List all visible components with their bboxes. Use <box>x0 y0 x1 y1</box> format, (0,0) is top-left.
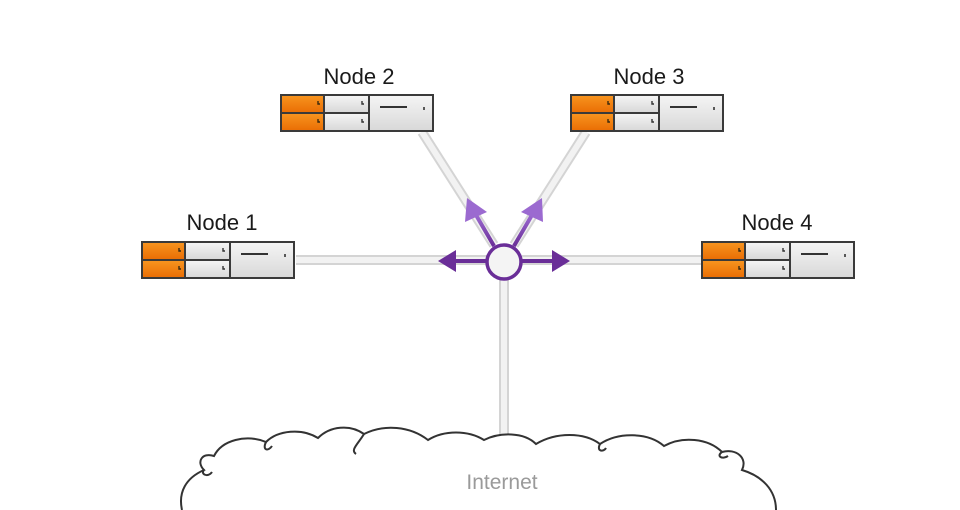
server-icon <box>279 93 435 133</box>
server-icon <box>140 240 296 280</box>
node-1[interactable]: Node 1 <box>140 210 296 280</box>
load-balancer-hub-icon <box>438 198 570 281</box>
internet-cloud: Internet <box>180 426 777 510</box>
server-icon <box>569 93 725 133</box>
node-2-label: Node 2 <box>324 64 395 89</box>
arrow-right-icon <box>521 250 570 272</box>
arrow-up-right-icon <box>512 198 543 248</box>
arrow-up-left-icon <box>465 198 496 248</box>
cloud-icon <box>180 426 777 510</box>
node-4[interactable]: Node 4 <box>700 210 856 280</box>
hub-circle[interactable] <box>485 243 523 281</box>
server-icon <box>700 240 856 280</box>
internet-label: Internet <box>466 471 537 494</box>
arrow-left-icon <box>438 250 487 272</box>
network-links <box>296 129 702 438</box>
node-3-label: Node 3 <box>614 64 685 89</box>
node-1-label: Node 1 <box>187 210 258 235</box>
node-3[interactable]: Node 3 <box>569 64 725 133</box>
node-2[interactable]: Node 2 <box>279 64 435 133</box>
node-4-label: Node 4 <box>742 210 813 235</box>
